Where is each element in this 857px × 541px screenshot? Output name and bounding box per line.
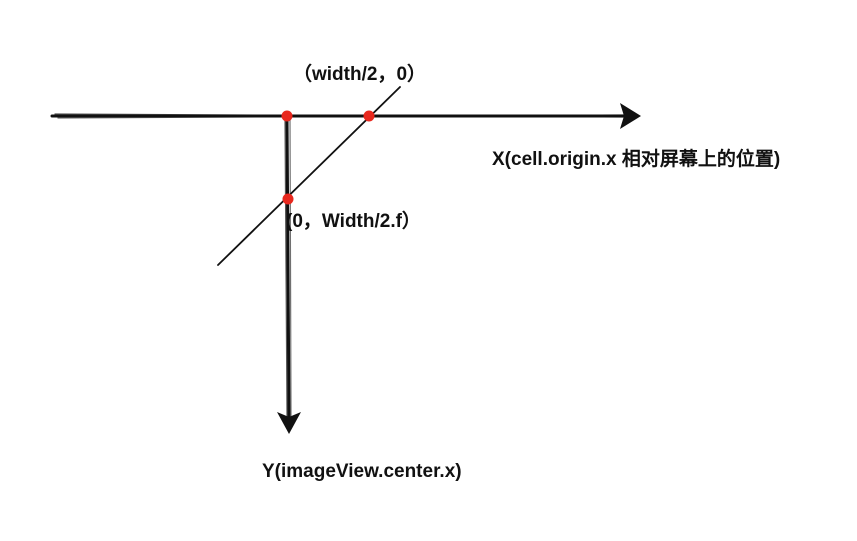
x-axis-label: X(cell.origin.x 相对屏幕上的位置) (492, 149, 781, 170)
top-point-label: （width/2，0） (293, 64, 427, 85)
x-intercept-point (363, 110, 375, 122)
x-axis (50, 113, 630, 119)
x-axis-arrowhead (620, 103, 641, 129)
y-axis (284, 114, 292, 422)
y-axis-label: Y(imageView.center.x) (262, 461, 462, 482)
origin-point (281, 110, 293, 122)
y-intercept-point (282, 193, 294, 205)
left-point-label: (0，Width/2.f） (286, 211, 421, 232)
y-axis-arrowhead (277, 412, 301, 434)
